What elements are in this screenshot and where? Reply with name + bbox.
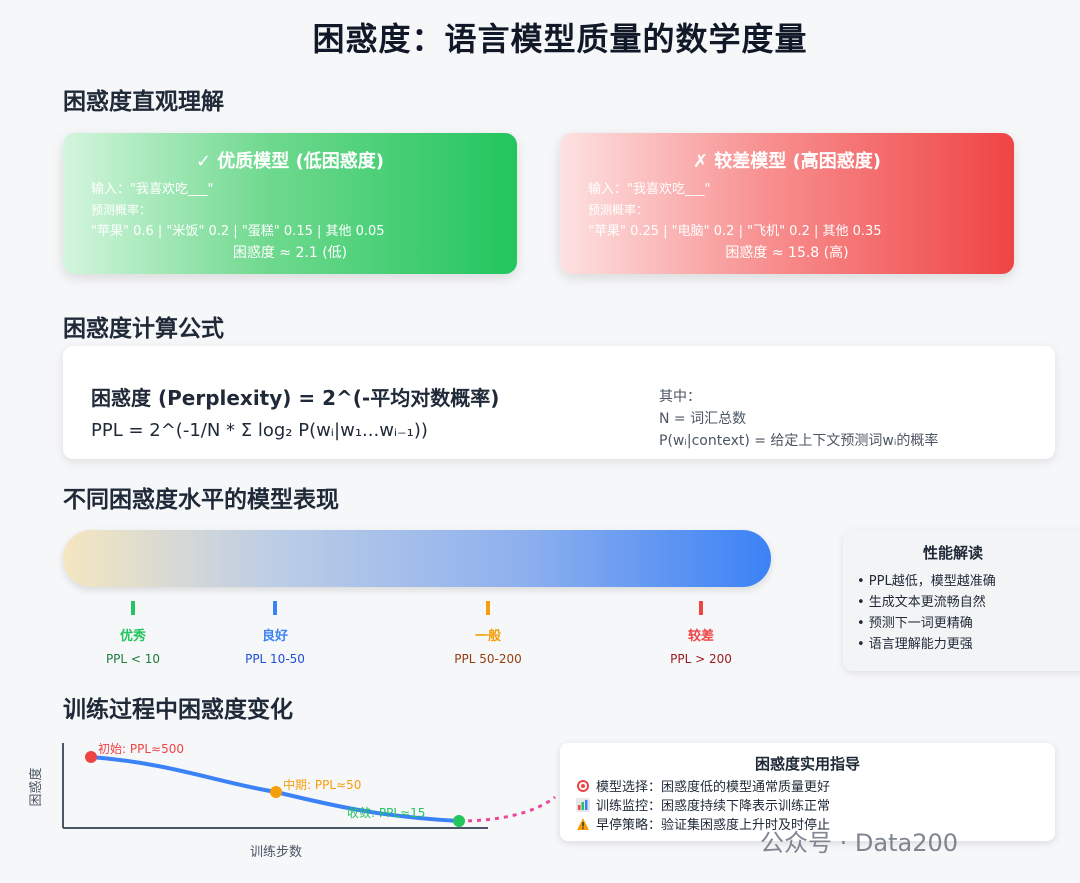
- section-title-levels: 不同困惑度水平的模型表现: [63, 487, 339, 513]
- formula-where-label: 其中：: [659, 389, 701, 405]
- y-axis-label: 困惑度: [28, 767, 44, 806]
- level-name: 良好: [261, 629, 288, 644]
- ppl-gradient-bar: [63, 530, 771, 587]
- page-title: 困惑度：语言模型质量的数学度量: [312, 20, 808, 58]
- bad-model-probs: "苹果" 0.25 | "电脑" 0.2 | "飞机" 0.2 | 其他 0.3…: [588, 224, 882, 239]
- guide-item: 训练监控：困惑度持续下降表示训练正常: [576, 797, 1039, 816]
- performance-card: 性能解读 • PPL越低，模型越准确 • 生成文本更流畅自然 • 预测下一词更精…: [843, 530, 1080, 671]
- level-excellent: 优秀 PPL < 10: [73, 601, 193, 666]
- training-chart: 困惑度 训练步数 初始: PPL≈500 中期: PPL≈50 收敛: PPL≈…: [28, 742, 556, 860]
- x-axis-label: 训练步数: [250, 845, 302, 860]
- warning-icon: [577, 818, 589, 830]
- point-label-initial: 初始: PPL≈500: [98, 742, 184, 756]
- level-range: PPL < 10: [105, 652, 161, 666]
- good-model-probs-label: 预测概率：: [91, 203, 152, 217]
- performance-item: • 语言理解能力更强: [857, 637, 973, 652]
- good-model-probs: "苹果" 0.6 | "米饭" 0.2 | "蛋糕" 0.15 | 其他 0.0…: [91, 224, 385, 239]
- level-range: PPL 50-200: [454, 652, 522, 666]
- level-tick: [131, 601, 135, 615]
- guide-item-text: 模型选择：困惑度低的模型通常质量更好: [596, 780, 831, 795]
- overfit-curve: [458, 795, 556, 823]
- formula-expanded: PPL = 2^(-1/N * Σ log₂ P(wᵢ|w₁...wᵢ₋₁)): [91, 420, 428, 441]
- guide-item-text: 早停策略：验证集困惑度上升时及时停止: [596, 818, 831, 833]
- point-label-converged: 收敛: PPL≈15: [347, 805, 425, 820]
- good-model-card: ✓ 优质模型 (低困惑度) 输入："我喜欢吃___" 预测概率： "苹果" 0.…: [63, 133, 517, 274]
- point-label-middle: 中期: PPL≈50: [283, 777, 361, 792]
- section-title-intuition: 困惑度直观理解: [63, 89, 224, 115]
- level-tick: [273, 601, 277, 615]
- level-range: PPL 10-50: [245, 652, 305, 666]
- performance-item: • 预测下一词更精确: [857, 616, 973, 631]
- section-title-training: 训练过程中困惑度变化: [63, 697, 293, 723]
- level-name: 较差: [687, 629, 714, 644]
- bad-model-title: ✗ 较差模型 (高困惑度): [692, 151, 882, 172]
- bad-model-result: 困惑度 ≈ 15.8 (高): [725, 245, 849, 261]
- guide-item-text: 训练监控：困惑度持续下降表示训练正常: [596, 799, 831, 814]
- level-range: PPL > 200: [670, 652, 732, 666]
- good-model-title: ✓ 优质模型 (低困惑度): [195, 151, 385, 172]
- level-tick: [699, 601, 703, 615]
- formula-box: 困惑度 (Perplexity) = 2^(-平均对数概率) PPL = 2^(…: [63, 346, 1055, 459]
- level-average: 一般 PPL 50-200: [428, 601, 548, 666]
- formula-where-p: P(wᵢ|context) = 给定上下文预测词wᵢ的概率: [659, 433, 939, 449]
- good-model-input: 输入："我喜欢吃___": [91, 182, 214, 197]
- performance-item: • PPL越低，模型越准确: [857, 574, 996, 589]
- bad-model-probs-label: 预测概率：: [588, 203, 649, 217]
- level-name: 一般: [474, 629, 501, 644]
- performance-title: 性能解读: [922, 544, 983, 562]
- chart-icon: [576, 798, 590, 812]
- point-initial: [85, 751, 97, 763]
- target-icon: [577, 780, 589, 792]
- level-name: 优秀: [119, 629, 146, 644]
- bad-model-input: 输入："我喜欢吃___": [588, 182, 711, 197]
- guide-item: 早停策略：验证集困惑度上升时及时停止: [576, 816, 1039, 835]
- watermark: 公众号 · Data200: [760, 829, 958, 857]
- formula-where: 其中： N = 词汇总数 P(wᵢ|context) = 给定上下文预测词wᵢ的…: [659, 386, 938, 452]
- performance-item: • 生成文本更流畅自然: [857, 595, 986, 610]
- guide-title: 困惑度实用指导: [754, 755, 860, 773]
- formula-where-n: N = 词汇总数: [659, 411, 747, 427]
- guide-item: 模型选择：困惑度低的模型通常质量更好: [576, 778, 1039, 797]
- level-good: 良好 PPL 10-50: [215, 601, 335, 666]
- level-poor: 较差 PPL > 200: [641, 601, 761, 666]
- bad-model-card: ✗ 较差模型 (高困惑度) 输入："我喜欢吃___" 预测概率： "苹果" 0.…: [560, 133, 1014, 274]
- formula-main: 困惑度 (Perplexity) = 2^(-平均对数概率): [91, 386, 500, 410]
- point-middle: [270, 786, 282, 798]
- section-title-formula: 困惑度计算公式: [63, 316, 224, 342]
- point-converged: [453, 815, 465, 827]
- good-model-result: 困惑度 ≈ 2.1 (低): [232, 245, 348, 261]
- level-tick: [486, 601, 490, 615]
- guide-box: 困惑度实用指导 模型选择：困惑度低的模型通常质量更好 训练监控：困惑度持续下降表…: [560, 743, 1055, 841]
